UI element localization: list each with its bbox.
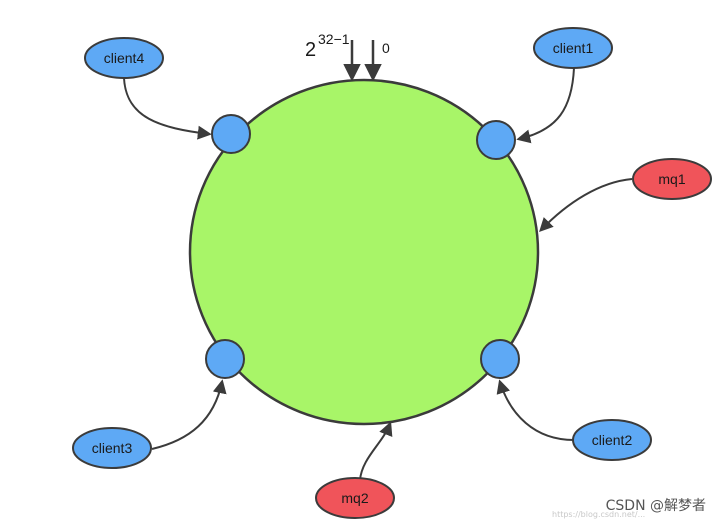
connector-mq2	[359, 421, 393, 481]
connector-client4	[123, 77, 212, 140]
ring-node-bottom-left	[205, 339, 245, 379]
client4-node: client4	[84, 37, 164, 79]
client1-label: client1	[553, 40, 594, 56]
ring-node-bottom-right	[480, 339, 520, 379]
ring-node-top-left	[211, 114, 251, 154]
client1-node: client1	[533, 27, 613, 69]
ring-top-markers: 2 32−1 0	[305, 31, 390, 82]
watermark: CSDN @解梦者	[605, 498, 706, 514]
client3-label: client3	[92, 440, 133, 456]
hash-ring	[188, 78, 540, 426]
ring-node-top-right	[476, 120, 516, 160]
label-zero: 0	[382, 40, 390, 56]
client2-label: client2	[592, 432, 633, 448]
client4-label: client4	[104, 50, 145, 66]
label-base: 2	[305, 39, 316, 61]
client2-node: client2	[572, 419, 652, 461]
mq2-label: mq2	[341, 490, 368, 506]
connector-mq1	[539, 178, 633, 233]
mq2-node: mq2	[315, 477, 395, 519]
connector-client1	[516, 67, 575, 144]
connector-client3	[151, 379, 227, 450]
connector-client2	[496, 379, 575, 441]
watermark-url: https://blog.csdn.net/...	[552, 510, 646, 519]
client3-node: client3	[72, 427, 152, 469]
mq1-label: mq1	[658, 171, 685, 187]
mq1-node: mq1	[632, 158, 712, 200]
label-exponent: 32−1	[318, 31, 350, 47]
